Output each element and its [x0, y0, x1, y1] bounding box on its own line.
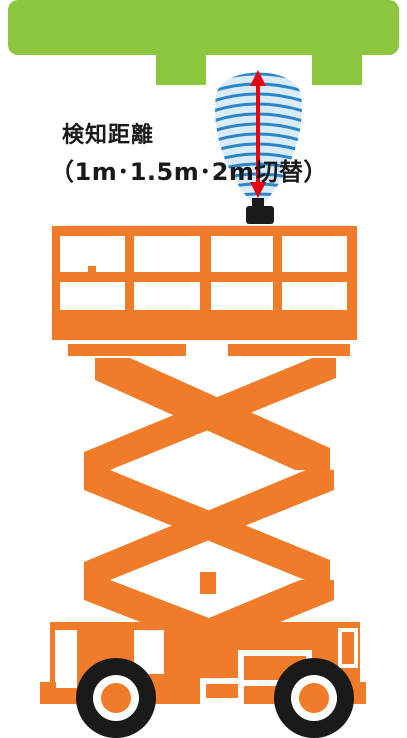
ceiling-slab	[8, 0, 399, 55]
wheel-left	[76, 658, 156, 738]
wheel-right	[274, 658, 354, 738]
range-switch-label: （1m･1.5m･2m切替）	[50, 158, 328, 186]
ceiling	[8, 0, 399, 85]
ceiling-beam-left	[156, 48, 206, 85]
proximity-sensor-icon	[246, 198, 274, 224]
detection-distance-label: 検知距離	[62, 123, 155, 148]
double-arrow-icon	[250, 70, 266, 198]
platform-deck	[52, 326, 357, 356]
gate-latch	[88, 266, 96, 280]
platform-guardrail	[52, 226, 357, 326]
ceiling-beam-right	[312, 48, 362, 85]
